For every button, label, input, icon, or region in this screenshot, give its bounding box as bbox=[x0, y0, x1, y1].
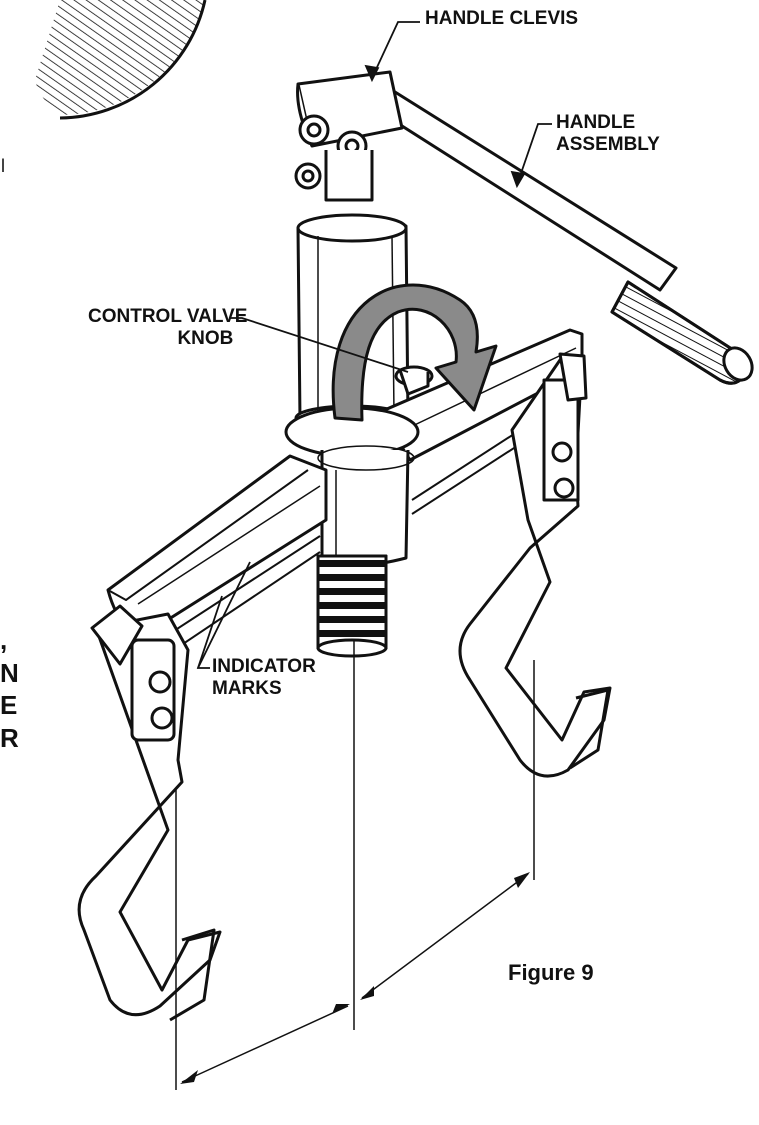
cutoff-bold-3: E bbox=[0, 690, 18, 720]
dimension-arrowheads bbox=[180, 872, 530, 1084]
handle-assembly bbox=[378, 90, 754, 385]
cutoff-body-text: l bbox=[1, 156, 5, 176]
dimension-lines bbox=[175, 640, 535, 1090]
indicator-marks-label: INDICATOR MARKS bbox=[212, 656, 316, 701]
figure-caption: Figure 9 bbox=[508, 960, 594, 985]
handle-assembly-line-1: HANDLE bbox=[556, 112, 636, 133]
handle-assembly-label: HANDLE ASSEMBLY bbox=[556, 112, 660, 157]
rotation-arrow bbox=[331, 283, 498, 422]
cutoff-bold-text: , N E R bbox=[0, 624, 19, 754]
hatched-detail-circle bbox=[35, 0, 207, 120]
handle-assembly-line-2: ASSEMBLY bbox=[556, 134, 660, 156]
left-jaw bbox=[77, 604, 222, 1022]
control-valve-knob-line-1: CONTROL VALVE bbox=[88, 306, 248, 327]
cutoff-bold-1: , bbox=[0, 625, 8, 655]
indicator-marks-line-2: MARKS bbox=[212, 678, 282, 700]
label-leaders bbox=[196, 21, 552, 669]
threaded-rod bbox=[316, 554, 388, 658]
control-valve-knob-label: CONTROL VALVE KNOB bbox=[88, 306, 247, 351]
cutoff-bold-4: R bbox=[0, 722, 19, 753]
cutoff-bold-2: N bbox=[0, 657, 19, 688]
yoke-center-block bbox=[284, 406, 420, 567]
handle-clevis-text: HANDLE CLEVIS bbox=[425, 8, 579, 29]
handle-clevis bbox=[294, 70, 404, 202]
handle-clevis-label: HANDLE CLEVIS bbox=[425, 8, 578, 30]
indicator-marks-line-1: INDICATOR bbox=[212, 656, 316, 677]
right-jaw bbox=[458, 352, 612, 778]
control-valve-knob-line-2: KNOB bbox=[177, 328, 234, 350]
